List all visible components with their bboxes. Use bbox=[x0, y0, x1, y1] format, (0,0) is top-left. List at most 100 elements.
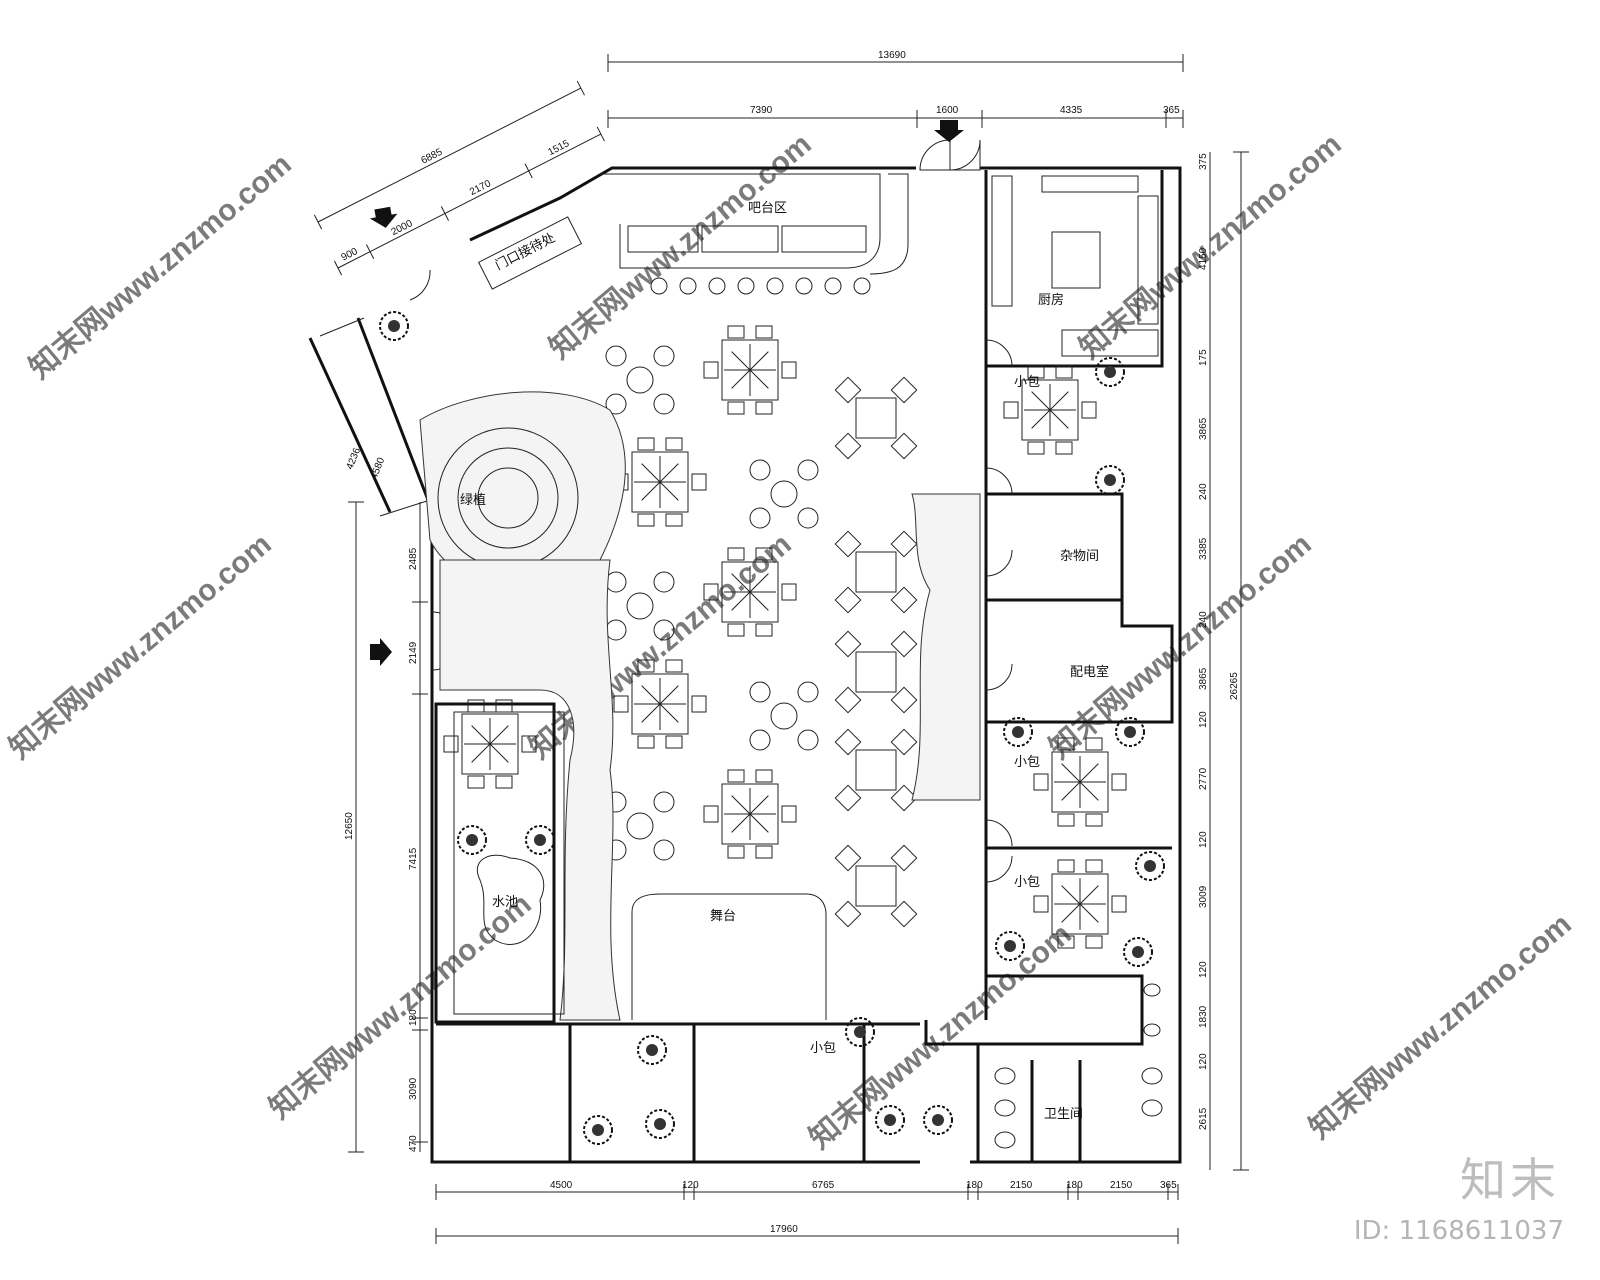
toilets bbox=[994, 983, 1163, 1149]
watermark-text: 知末网www.znzmo.com bbox=[1303, 908, 1577, 1146]
dim-right-seg: 240 bbox=[1198, 483, 1209, 500]
power-room-label: 配电室 bbox=[1070, 664, 1109, 679]
private-room-label: 小包 bbox=[1014, 754, 1040, 769]
plant-icon bbox=[845, 1017, 875, 1047]
dim-bottom-seg: 2150 bbox=[1110, 1180, 1133, 1191]
stage: 舞台 bbox=[631, 893, 827, 1020]
dining-table-icon bbox=[703, 547, 797, 637]
dim-left-seg: 180 bbox=[408, 1009, 419, 1026]
dim-right-seg: 2615 bbox=[1198, 1107, 1209, 1130]
dim-left-seg: 2485 bbox=[408, 547, 419, 570]
dim-right-seg: 3385 bbox=[1198, 537, 1209, 560]
dim-right-seg: 120 bbox=[1198, 961, 1209, 978]
bar-stool-icon bbox=[650, 277, 668, 295]
watermark-text: 知末网www.znzmo.com bbox=[263, 888, 537, 1126]
dim-right-seg: 4150 bbox=[1198, 247, 1209, 270]
plant-icon bbox=[645, 1109, 675, 1139]
plant-icon bbox=[379, 311, 409, 341]
toilet-label: 卫生间 bbox=[1044, 1106, 1083, 1121]
plant-icon bbox=[583, 1115, 613, 1145]
dining-table-icon bbox=[834, 376, 918, 460]
dining-table-icon bbox=[605, 345, 675, 415]
circular-feature: 绿植 bbox=[419, 391, 626, 589]
toilet-icon bbox=[1141, 1067, 1163, 1085]
private-room-label: 小包 bbox=[810, 1040, 836, 1055]
dining-table-icon bbox=[834, 844, 918, 928]
dim-angled-seg: 900 bbox=[340, 246, 360, 264]
dining-table-icon bbox=[703, 769, 797, 859]
dim-top-seg: 4335 bbox=[1060, 105, 1083, 116]
dining-table-icon bbox=[613, 437, 707, 527]
plant-icon bbox=[1095, 465, 1125, 495]
dim-right-seg: 175 bbox=[1198, 349, 1209, 366]
watermark-text: 知末网www.znzmo.com bbox=[23, 148, 297, 386]
right-seg-labels: 375 4150 175 3865 240 3385 240 3865 120 … bbox=[1198, 153, 1209, 1130]
dim-right-total: 26265 bbox=[1229, 672, 1240, 700]
kitchen: 厨房 bbox=[991, 175, 1159, 357]
entrance-label: 门口接待处 bbox=[493, 230, 558, 273]
dim-right-seg: 375 bbox=[1198, 153, 1209, 170]
dim-right-seg: 3865 bbox=[1198, 417, 1209, 440]
watermark-text: 知末网www.znzmo.com bbox=[3, 528, 277, 766]
dining-table-icon bbox=[834, 630, 918, 714]
toilet-icon bbox=[994, 1131, 1016, 1149]
plant-icon bbox=[1115, 717, 1145, 747]
outer-walls bbox=[308, 166, 1182, 1164]
dining-table-icon bbox=[834, 728, 918, 812]
entry-arrow-icon bbox=[934, 120, 964, 142]
watermark-text: 知末网www.znzmo.com bbox=[543, 128, 817, 366]
entry-arrow-icon bbox=[370, 638, 392, 666]
green-label: 绿植 bbox=[460, 492, 486, 507]
toilet-icon bbox=[1141, 1099, 1163, 1117]
plant-icon bbox=[1095, 357, 1125, 387]
plant-icon bbox=[637, 1035, 667, 1065]
dim-top-seg: 7390 bbox=[750, 105, 773, 116]
storage-label: 杂物间 bbox=[1060, 548, 1099, 563]
watermark-layer: 知末网www.znzmo.com 知末网www.znzmo.com 知末网www… bbox=[3, 128, 1577, 1156]
dining-tables bbox=[443, 325, 1127, 949]
plant-icon bbox=[995, 931, 1025, 961]
bar-stool-icon bbox=[795, 277, 813, 295]
dim-left-seg: 2149 bbox=[408, 641, 419, 664]
dining-table-icon bbox=[443, 699, 537, 789]
pool-garden: 水池 bbox=[453, 711, 565, 1015]
bar-stool-icon bbox=[853, 277, 871, 295]
dim-top-total: 13690 bbox=[878, 50, 906, 61]
bar-stool-icon bbox=[824, 277, 842, 295]
dim-right-seg: 120 bbox=[1198, 1053, 1209, 1070]
toilet-icon bbox=[994, 1067, 1016, 1085]
dim-left-total: 12650 bbox=[344, 812, 355, 840]
dim-bottom-seg: 120 bbox=[682, 1180, 699, 1191]
side-rooms: 小包 小包 小包 小包 杂物间 配电室 卫生间 bbox=[810, 374, 1109, 1121]
dim-right-seg: 120 bbox=[1198, 831, 1209, 848]
dining-table-icon bbox=[703, 325, 797, 415]
dining-table-icon bbox=[1003, 365, 1097, 455]
stage-label: 舞台 bbox=[710, 908, 736, 923]
dining-table-icon bbox=[749, 681, 819, 751]
dim-right-seg: 3009 bbox=[1198, 885, 1209, 908]
bar-area-label: 吧台区 bbox=[748, 200, 787, 215]
dim-left-seg: 470 bbox=[408, 1135, 419, 1152]
dim-top-seg: 1600 bbox=[936, 105, 959, 116]
pool-label: 水池 bbox=[492, 894, 518, 909]
dining-table-icon bbox=[834, 530, 918, 614]
dim-bottom-seg: 4500 bbox=[550, 1180, 573, 1191]
dim-left-seg: 7415 bbox=[408, 847, 419, 870]
bar-stool-icon bbox=[766, 277, 784, 295]
plants bbox=[379, 311, 1165, 1145]
dim-bottom-seg: 180 bbox=[966, 1180, 983, 1191]
dim-right-seg: 1830 bbox=[1198, 1005, 1209, 1028]
dining-table-icon bbox=[605, 791, 675, 861]
bar-stool-icon bbox=[737, 277, 755, 295]
plant-icon bbox=[1135, 851, 1165, 881]
dining-table-icon bbox=[613, 659, 707, 749]
bar-stool-icon bbox=[679, 277, 697, 295]
dim-right-seg: 3865 bbox=[1198, 667, 1209, 690]
dining-table-icon bbox=[1033, 859, 1127, 949]
bar-stools bbox=[650, 277, 871, 295]
image-id-label: ID: 1168611037 bbox=[1353, 1216, 1564, 1246]
dim-right-seg: 2770 bbox=[1198, 767, 1209, 790]
kitchen-label: 厨房 bbox=[1038, 292, 1064, 307]
dining-table-icon bbox=[605, 571, 675, 641]
